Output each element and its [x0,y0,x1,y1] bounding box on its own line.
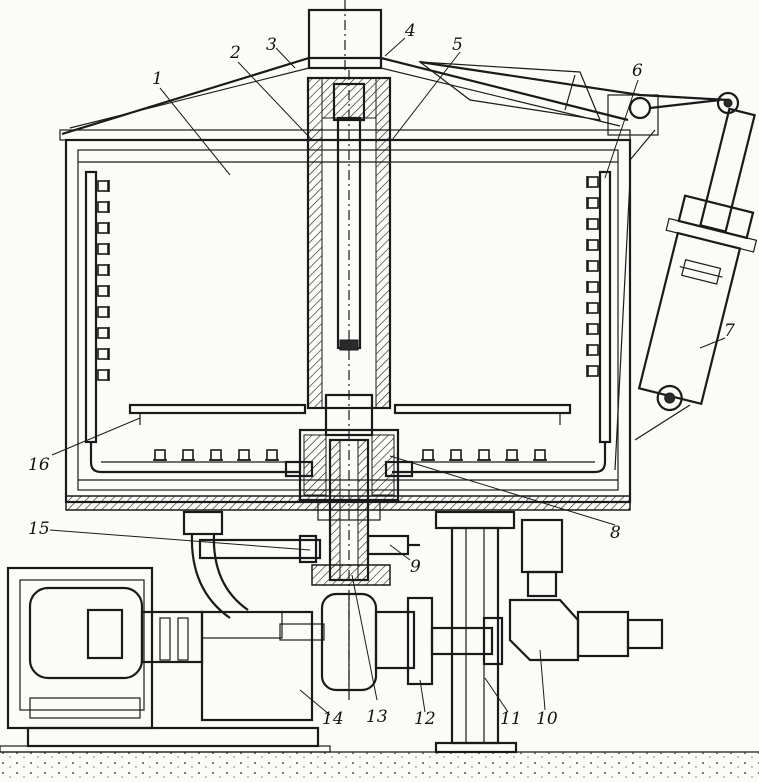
spray-nozzle [209,449,223,461]
circulation-pump [320,592,504,692]
central-column [306,70,392,700]
spray-nozzle [237,449,251,461]
ground [0,751,759,782]
bottom-spray-pipe [89,442,607,474]
support-stand [434,510,518,754]
hub-seal [284,428,414,582]
leader-lines [49,37,726,716]
spray-nozzle [586,218,599,230]
label-15: 15 [28,519,50,539]
spray-nozzle [586,260,599,272]
label-16: 16 [28,455,50,475]
label-5: 5 [452,35,463,55]
drive-motor [0,566,331,753]
label-12: 12 [414,709,436,729]
spray-nozzle [265,449,279,461]
label-2: 2 [229,43,241,63]
label-14: 14 [322,709,344,729]
spray-nozzle [97,327,110,339]
label-11: 11 [500,709,522,729]
spray-nozzle [449,449,463,461]
label-4: 4 [404,21,416,41]
spray-nozzle [153,449,167,461]
label-6: 6 [632,61,643,81]
inlet-valve [508,518,664,662]
lid-lever [418,60,740,161]
spray-nozzle [586,281,599,293]
spray-nozzle [97,264,110,276]
rotating-rack [128,403,572,425]
left-spray-manifold [84,170,110,444]
spray-nozzle [97,243,110,255]
spray-nozzle [97,306,110,318]
callout-labels: 1 2 3 4 5 6 7 8 9 10 11 12 13 14 15 16 [28,21,735,729]
spray-nozzle [97,369,110,381]
lid-cylinder [637,107,758,412]
spray-nozzle [533,449,547,461]
label-8: 8 [610,523,621,543]
lower-coupling [198,534,420,586]
label-13: 13 [366,707,388,727]
spray-nozzle [586,176,599,188]
spray-nozzle [505,449,519,461]
spray-nozzle [97,222,110,234]
spray-nozzle [477,449,491,461]
spray-nozzle [586,239,599,251]
spray-nozzle [97,285,110,297]
drain-pipe [182,510,249,619]
exhaust-pipe [307,0,383,70]
spray-nozzle [586,365,599,377]
label-10: 10 [536,709,558,729]
label-9: 9 [410,557,421,577]
spray-nozzle [97,180,110,192]
label-1: 1 [152,69,163,89]
spray-nozzle [97,348,110,360]
spray-nozzle [181,449,195,461]
spray-nozzle [586,344,599,356]
label-3: 3 [266,35,277,55]
tank-body [64,138,632,511]
spray-nozzle [586,302,599,314]
right-spray-manifold [586,170,612,444]
spray-nozzle [421,449,435,461]
spray-nozzle [97,201,110,213]
spray-nozzle [586,197,599,209]
label-7: 7 [724,321,735,341]
spray-nozzle [586,323,599,335]
